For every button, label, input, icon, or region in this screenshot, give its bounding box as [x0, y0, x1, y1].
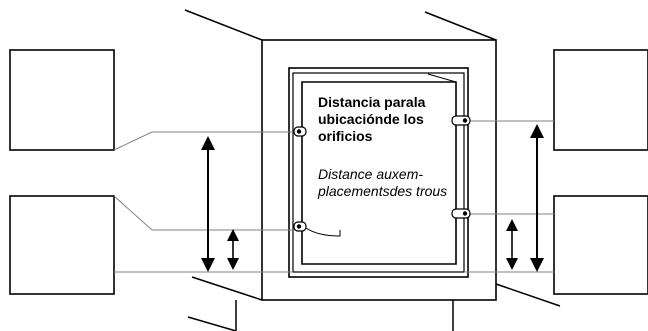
- door-outer-frame: [288, 67, 469, 278]
- hole-dot-right-top: [462, 118, 468, 123]
- hole-leader-curve: [305, 227, 341, 237]
- right-bottom-box: [553, 195, 648, 295]
- left-long-arrow-head-up: [201, 136, 215, 150]
- hinge-holes: [293, 115, 471, 237]
- bottom-left-edge-lower: [187, 316, 237, 331]
- right-long-arrow-head-down: [530, 258, 544, 272]
- cabinet-frame: [261, 39, 497, 301]
- template-fold-line: [427, 73, 457, 83]
- left-bottom-box: [9, 195, 115, 295]
- leader-lines: [113, 120, 554, 273]
- dimension-arrows: [201, 124, 544, 272]
- hole-marker-right-top: [451, 115, 471, 126]
- left-short-arrow-head-up: [227, 229, 239, 241]
- left-top-box: [9, 49, 115, 151]
- right-short-arrow-head-up: [506, 219, 518, 231]
- hole-marker-right-bottom: [451, 208, 471, 219]
- right-top-box: [553, 49, 648, 151]
- label-title-spanish: Distancia parala ubicaciónde los orifici…: [318, 94, 426, 144]
- top-left-edge: [184, 9, 263, 41]
- left-short-arrow-head-down: [227, 258, 239, 270]
- bottom-left-edge: [191, 276, 263, 301]
- top-right-edge: [424, 11, 497, 41]
- door-inner-frame: [292, 72, 465, 273]
- right-long-arrow-head-up: [530, 124, 544, 138]
- hole-dot-right-bottom: [462, 211, 468, 216]
- drilling-template: [301, 81, 457, 265]
- right-short-arrow-head-down: [506, 258, 518, 270]
- leader-left-bottom: [113, 195, 299, 231]
- hole-dot-left-top: [296, 129, 302, 134]
- left-long-arrow-head-down: [201, 258, 215, 272]
- hole-dot-left-bottom: [296, 224, 302, 229]
- leader-left-top: [113, 131, 299, 151]
- cabinet-perspective-lines: [184, 9, 561, 331]
- bottom-right-edge: [495, 283, 561, 307]
- label-subtitle-french: Distance auxem-placementsdes trous: [318, 166, 448, 199]
